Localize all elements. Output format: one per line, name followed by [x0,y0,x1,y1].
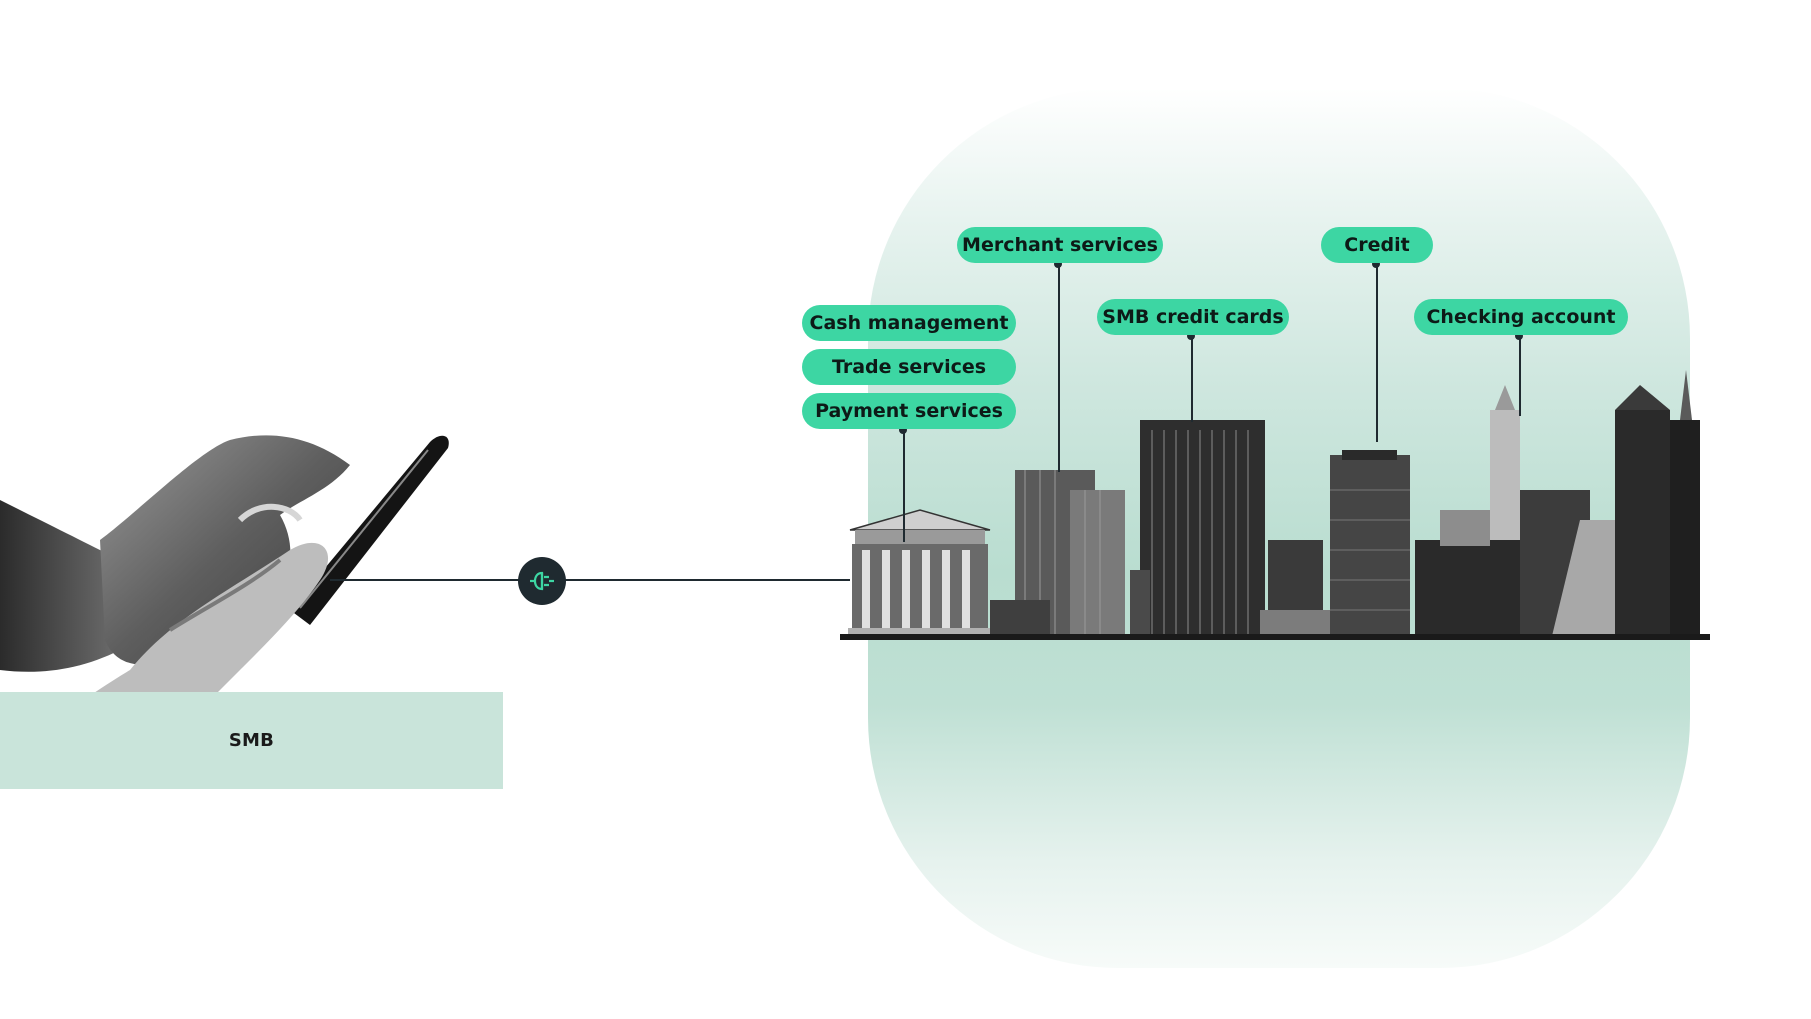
plug-icon [518,557,566,605]
dot-merchant-services [1054,260,1062,268]
bank-building [848,509,992,636]
stem-credit [1376,264,1378,442]
dot-smb-credit-cards [1187,332,1195,340]
connection-line [330,579,850,581]
smb-label: SMB [228,730,275,751]
stem-checking-account [1519,336,1521,416]
pill-cash-management: Cash management [802,305,1016,341]
pill-smb-credit-cards: SMB credit cards [1097,299,1289,335]
city-skyline-image [840,370,1710,640]
dot-payment-services [899,426,907,434]
stem-smb-credit-cards [1191,336,1193,422]
smb-node: SMB [0,692,503,789]
pill-trade-services: Trade services [802,349,1016,385]
pill-credit: Credit [1321,227,1433,263]
stem-payment-services [903,430,905,542]
hand-phone-image [0,435,449,710]
dot-credit [1372,260,1380,268]
dot-checking-account [1515,332,1523,340]
pill-payment-services: Payment services [802,393,1016,429]
stem-merchant-services [1058,264,1060,472]
pill-merchant-services: Merchant services [957,227,1163,263]
pill-checking-account: Checking account [1414,299,1628,335]
